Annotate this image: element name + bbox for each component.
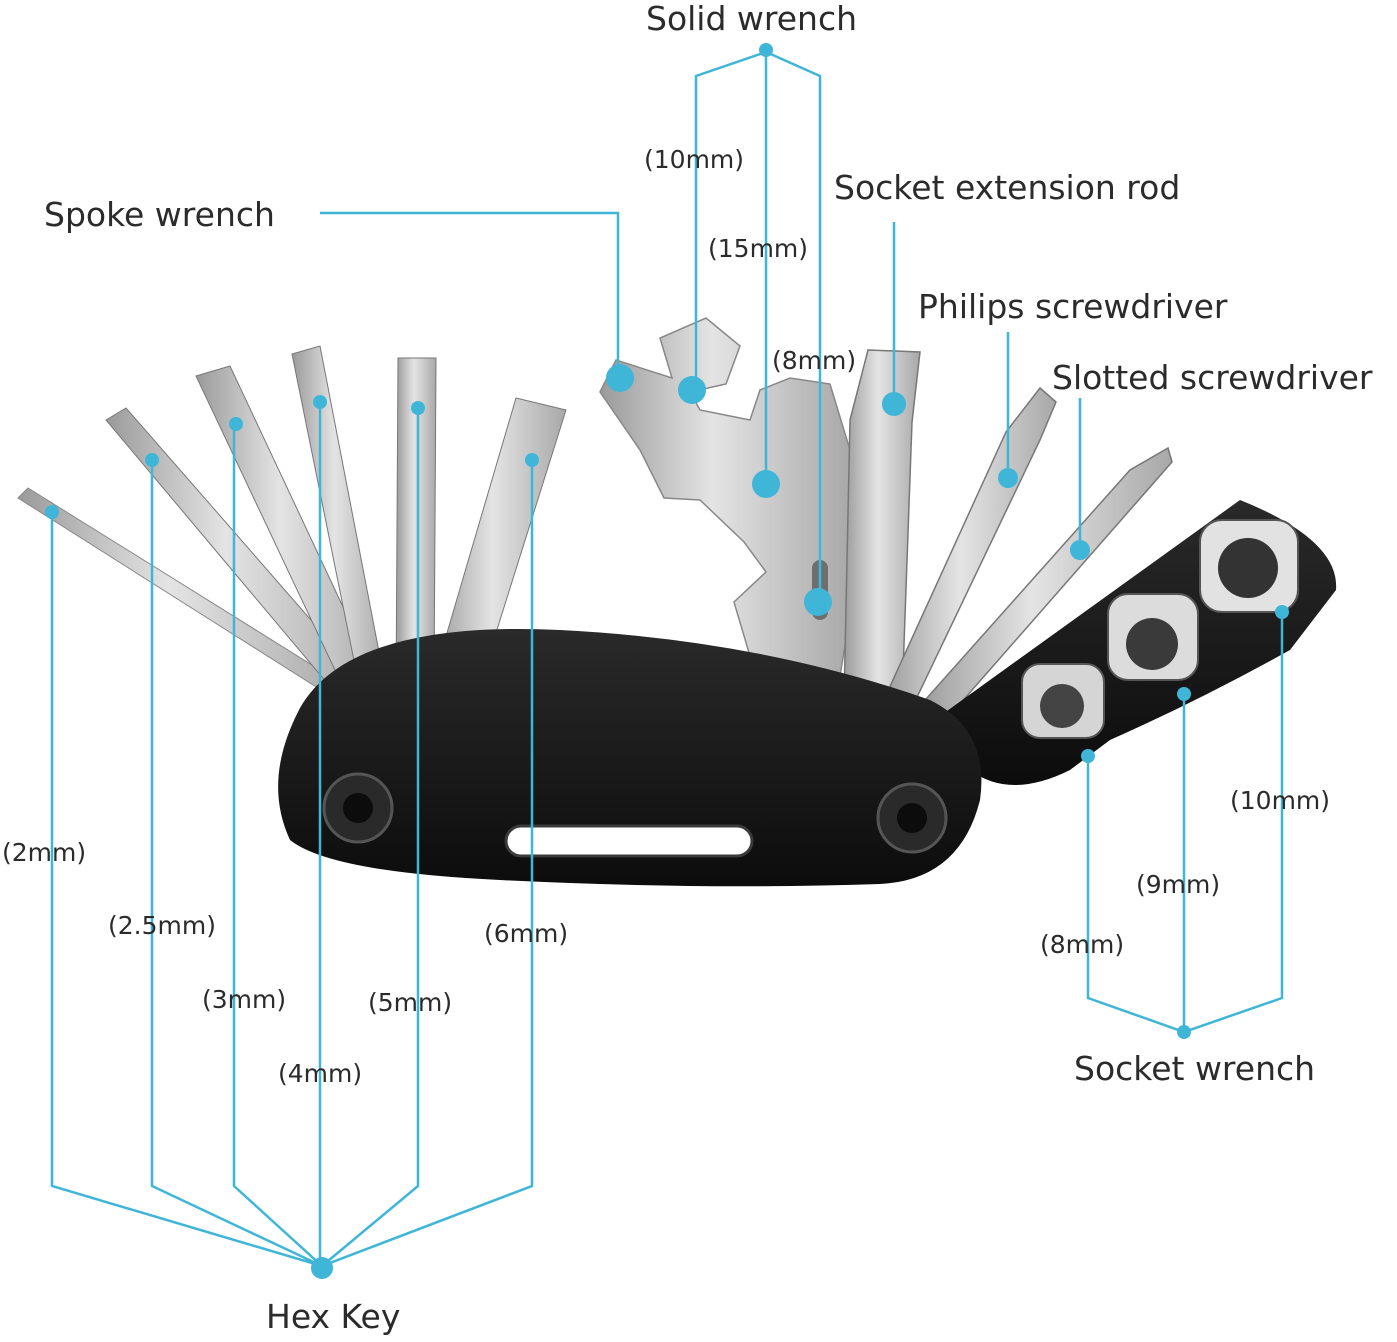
hex-6mm-label: (6mm) (484, 919, 569, 948)
hex-4mm-label: (4mm) (278, 1059, 363, 1088)
dot-spoke (606, 364, 634, 392)
right-screw-center (897, 803, 927, 833)
dot-hex-key (311, 1257, 333, 1279)
dot-solid-8 (804, 588, 832, 616)
dot-solid-top (759, 43, 773, 57)
solid-wrench-15mm-label: (15mm) (708, 234, 809, 263)
socket-wrench-label: Socket wrench (1074, 1049, 1316, 1088)
sockets (1021, 519, 1299, 739)
socket-9mm-label: (9mm) (1136, 870, 1221, 899)
solid-wrench-label: Solid wrench (646, 0, 858, 38)
dot-hex-3 (229, 417, 243, 431)
socket-8mm-label: (8mm) (1040, 930, 1125, 959)
dot-socket-10 (1275, 605, 1289, 619)
dot-socket-9 (1177, 687, 1191, 701)
solid-wrench-8mm-label: (8mm) (772, 346, 857, 375)
philips-screwdriver-label: Philips screwdriver (918, 287, 1228, 326)
hex-key-label: Hex Key (266, 1297, 401, 1336)
hex-5mm-label: (5mm) (368, 988, 453, 1017)
dot-hex-4 (313, 395, 327, 409)
dot-socket-wrench (1177, 1025, 1191, 1039)
hex-3mm-label: (3mm) (202, 985, 287, 1014)
tool-body (278, 628, 982, 887)
dot-extension (882, 392, 906, 416)
dot-solid-15 (752, 470, 780, 498)
socket-9mm-hole (1126, 618, 1178, 670)
hex-2-5mm-label: (2.5mm) (108, 911, 216, 940)
solid-wrench-plate (599, 317, 851, 701)
hex-2mm-label: (2mm) (2, 838, 87, 867)
dot-hex-5 (411, 401, 425, 415)
socket-10mm-hole (1218, 538, 1278, 598)
dot-philips (998, 468, 1018, 488)
body-slot (504, 824, 754, 858)
solid-wrench-10mm-label: (10mm) (644, 145, 745, 174)
socket-extension-rod-label: Socket extension rod (834, 168, 1181, 207)
dot-hex-2-5 (145, 453, 159, 467)
slotted-screwdriver-label: Slotted screwdriver (1052, 358, 1373, 397)
dot-hex-6 (525, 453, 539, 467)
dot-solid-10 (678, 376, 706, 404)
dot-socket-8 (1081, 749, 1095, 763)
left-screw-center (343, 793, 373, 823)
spoke-wrench-label: Spoke wrench (44, 195, 275, 234)
callout-dots (45, 43, 1289, 1279)
dot-hex-2 (45, 505, 59, 519)
socket-8mm-hole (1040, 684, 1084, 728)
socket-10mm-label: (10mm) (1230, 786, 1331, 815)
spoke-wrench-callout (320, 211, 620, 378)
dot-slotted (1070, 540, 1090, 560)
